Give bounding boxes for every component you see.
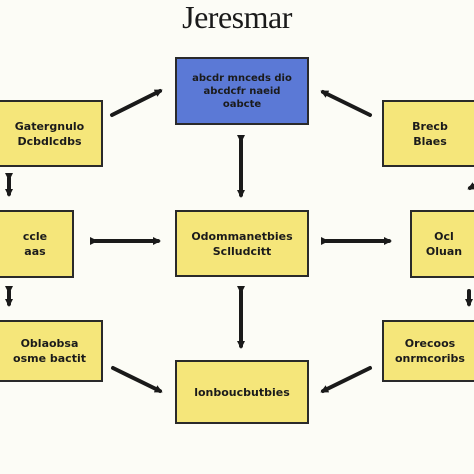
node-left-bottom-line-2: osme bactit bbox=[13, 352, 86, 365]
arrow-lefttop-to-top bbox=[110, 89, 163, 117]
node-left-top-line-1: Gatergnulo bbox=[14, 119, 85, 133]
node-bottom-line-1: lonboucbutbies bbox=[194, 385, 290, 399]
node-top-line-2: abcdcfr naeid bbox=[203, 85, 281, 97]
arrow-right-upper-stub bbox=[467, 182, 474, 190]
node-left-bottom: Oblaobsa osme bactit bbox=[0, 320, 103, 382]
node-bottom: lonboucbutbies bbox=[175, 360, 309, 424]
node-top: abcdr mnceds dio abcdcfr naeid oabcte bbox=[175, 57, 309, 125]
node-right-bottom-line-2: onrmcoribs bbox=[395, 352, 465, 365]
arrow-leftbot-to-bottom bbox=[111, 366, 163, 393]
node-right-top-line-1: Brecb bbox=[412, 119, 448, 133]
node-left-mid: ccle aas bbox=[0, 210, 74, 278]
node-center-line-2: Sclludcitt bbox=[212, 244, 272, 258]
node-left-mid-line-1: ccle bbox=[22, 230, 48, 243]
node-left-top-line-2: Dcbdlcdbs bbox=[17, 134, 82, 148]
node-center-line-1: Odommanetbies bbox=[191, 229, 293, 243]
node-center: Odommanetbies Sclludcitt bbox=[175, 210, 309, 277]
node-right-bottom-line-1: Orecoos bbox=[404, 337, 456, 350]
node-right-mid-line-2: Oluan bbox=[425, 245, 463, 258]
node-left-top: Gatergnulo Dcbdlcdbs bbox=[0, 100, 103, 167]
node-right-mid-line-1: Ocl bbox=[434, 230, 454, 243]
node-right-bottom: Orecoos onrmcoribs bbox=[382, 320, 474, 382]
node-top-line-3: oabcte bbox=[222, 98, 262, 110]
diagram-title: Jeresmar bbox=[182, 0, 292, 35]
node-right-top-line-2: Blaes bbox=[413, 134, 447, 148]
arrow-righttop-to-top bbox=[320, 90, 372, 117]
node-right-mid: Ocl Oluan bbox=[410, 210, 474, 278]
node-right-top: Brecb Blaes bbox=[382, 100, 474, 167]
node-left-bottom-line-1: Oblaobsa bbox=[20, 337, 79, 350]
node-top-line-1: abcdr mnceds dio bbox=[192, 72, 292, 84]
arrow-rightbot-to-bottom bbox=[320, 366, 372, 393]
node-left-mid-line-2: aas bbox=[24, 245, 46, 258]
